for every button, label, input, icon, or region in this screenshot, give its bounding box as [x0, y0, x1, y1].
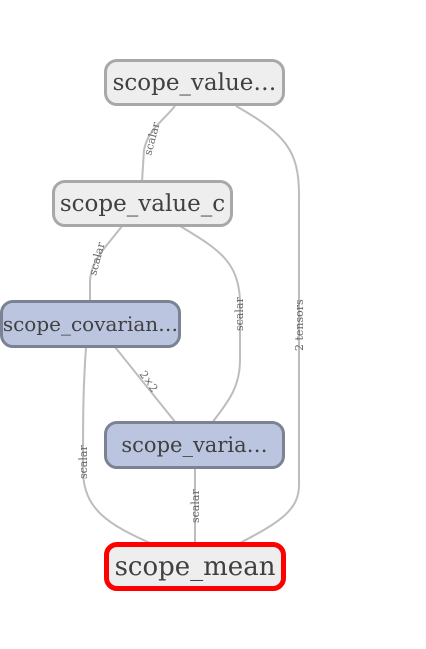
node-scope-value-top[interactable]: scope_value… — [104, 59, 285, 106]
node-scope-mean[interactable]: scope_mean — [104, 542, 286, 591]
edge-label-c-to-var: scalar — [233, 297, 246, 331]
node-label: scope_varia… — [121, 433, 268, 457]
edge-top-to-mean — [235, 105, 300, 544]
edge-top-to-c — [141, 105, 176, 183]
node-label: scope_value… — [112, 69, 277, 96]
edge-label-c-to-cov: scalar — [86, 240, 107, 277]
edge-cov-to-var — [114, 346, 177, 424]
node-scope-value-c[interactable]: scope_value_c — [52, 180, 233, 227]
edge-label-top-to-c: scalar — [141, 120, 162, 157]
edge-label-cov-to-mean: scalar — [77, 445, 90, 479]
node-label: scope_mean — [114, 551, 276, 582]
edge-c-to-cov — [89, 225, 123, 301]
node-scope-covariance[interactable]: scope_covarian… — [0, 300, 181, 348]
edge-cov-to-mean — [81, 346, 151, 544]
edge-label-top-to-mean: 2 tensors — [293, 299, 306, 351]
edge-label-cov-to-var: 2×2 — [137, 368, 161, 394]
node-scope-variance[interactable]: scope_varia… — [104, 421, 285, 469]
node-label: scope_covarian… — [2, 312, 179, 336]
edge-label-var-to-mean: scalar — [189, 489, 202, 523]
edge-c-to-var — [179, 225, 241, 424]
node-label: scope_value_c — [59, 190, 226, 217]
